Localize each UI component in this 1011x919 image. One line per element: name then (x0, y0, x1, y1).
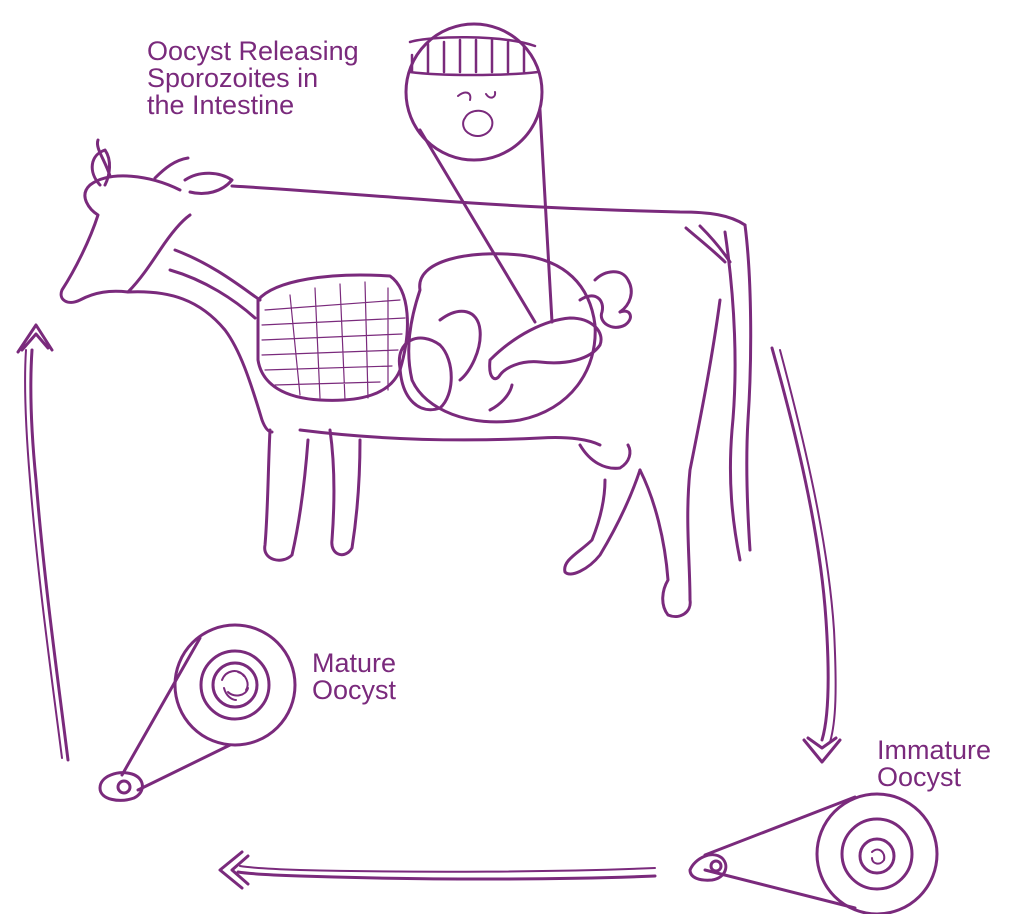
immature-inner-circle (860, 839, 894, 873)
cow-back (232, 186, 745, 225)
cow-esophagus (170, 250, 260, 318)
label-mature-oocyst: Mature Oocyst (312, 650, 396, 704)
cow-lungs-texture (262, 282, 405, 400)
immature-outer-circle (817, 794, 937, 914)
immature-oocyst-magnifier (690, 794, 937, 914)
immature-middle-circle (842, 819, 912, 889)
label-immature-oocyst: Immature Oocyst (877, 737, 991, 791)
intestine-magnifier (406, 24, 552, 322)
cow-tail-tuft (686, 226, 730, 262)
cow-inner-fold (440, 311, 480, 380)
cow-front-leg-right (330, 430, 360, 555)
arrow-head-down (804, 738, 840, 762)
mature-middle-circle (201, 651, 269, 719)
cow-lungs (258, 275, 407, 400)
mature-zoom-line-bottom (138, 745, 230, 790)
label-line: Oocyst (312, 677, 396, 704)
mature-outer-circle (175, 625, 295, 745)
cow-ear-right (185, 173, 232, 193)
label-line: the Intestine (147, 92, 359, 119)
mature-small-oocyst (100, 773, 142, 801)
cow-rumen (409, 254, 595, 422)
cow-tail-inner (725, 232, 740, 560)
cow-udder (580, 445, 630, 468)
label-line: Oocyst (877, 764, 991, 791)
cow-hind-leg (640, 300, 720, 617)
intestine-sporozoites (458, 92, 495, 136)
cow-illustration (61, 140, 751, 617)
cow-intestine (490, 318, 601, 379)
label-oocyst-releasing-sporozoites: Oocyst Releasing Sporozoites in the Inte… (147, 38, 359, 119)
arrow-cow-to-immature (772, 348, 840, 762)
arrow-mature-to-cow (18, 325, 68, 760)
arrow-immature-to-mature (220, 852, 655, 888)
cow-intestine-loop-2 (595, 272, 631, 312)
label-line: Immature (877, 737, 991, 764)
cow-intestine-tail (490, 385, 512, 410)
cow-front-leg-left (265, 430, 308, 560)
arrow-head-left (220, 852, 248, 888)
mature-zoom-line-top (122, 638, 200, 775)
cow-belly (300, 430, 600, 445)
cow-horn-right (155, 158, 188, 178)
cow-head (61, 176, 190, 302)
label-line: Sporozoites in (147, 65, 359, 92)
cow-hind-leg-2 (565, 470, 640, 574)
cow-tail (745, 225, 751, 550)
intestine-villi (410, 37, 538, 75)
immature-nucleus (872, 850, 884, 864)
immature-zoom-line-top (705, 797, 855, 855)
arrow-head-up (18, 325, 52, 352)
intestine-zoom-line-right (540, 110, 552, 322)
immature-zoom-line-bottom (705, 870, 855, 908)
label-line: Mature (312, 650, 396, 677)
mature-sporocysts (222, 671, 248, 700)
mature-oocyst-magnifier (100, 625, 295, 800)
label-line: Oocyst Releasing (147, 38, 359, 65)
